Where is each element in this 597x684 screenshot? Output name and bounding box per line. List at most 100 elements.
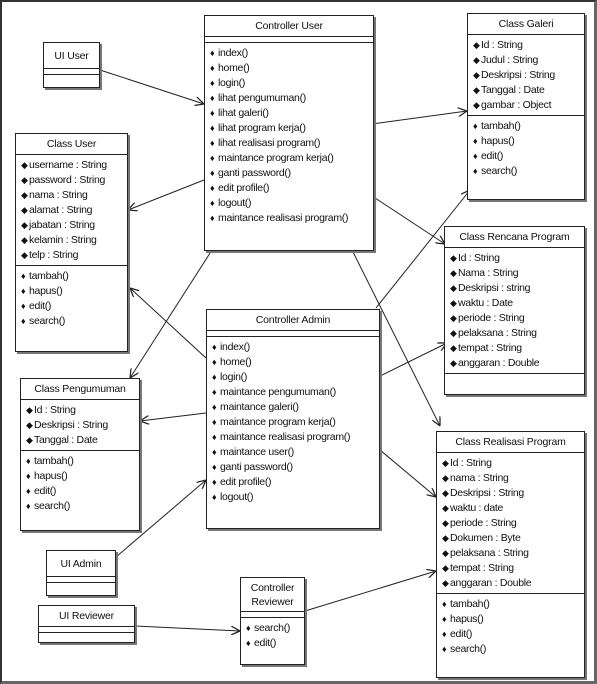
- attribute-icon: ◆: [442, 473, 449, 483]
- attribute-icon: ◆: [21, 205, 28, 215]
- attribute-label: Id : String: [34, 404, 76, 416]
- operation-label: search(): [29, 315, 66, 327]
- operation-label: tambah(): [34, 455, 74, 467]
- attribute-icon: ◆: [442, 578, 449, 588]
- operation-icon: ♦: [246, 623, 251, 633]
- operation-row: ♦edit(): [26, 484, 135, 499]
- operation-icon: ♦: [26, 471, 31, 481]
- attribute-label: password : String: [29, 174, 106, 186]
- link-ctrluser-galeri: [371, 111, 467, 125]
- operation-label: search(): [481, 165, 518, 177]
- attribute-label: tempat : String: [450, 562, 514, 574]
- attribute-row: ◆Deskripsi : String: [473, 68, 580, 83]
- link-uiuser-ctrluser: [99, 69, 204, 104]
- operation-row: ♦ganti password(): [212, 460, 375, 475]
- link-ctrluser-user: [128, 179, 205, 210]
- attribute-row: ◆Dokumen : Byte: [442, 531, 580, 546]
- operation-label: search(): [450, 643, 487, 655]
- attribute-label: gambar : Object: [481, 99, 552, 111]
- attribute-label: tempat : String: [458, 342, 522, 354]
- attribute-label: Id : String: [481, 39, 523, 51]
- operation-label: lihat realisasi program(): [218, 137, 321, 149]
- operation-label: hapus(): [481, 135, 515, 147]
- operation-row: ♦search(): [473, 164, 580, 179]
- operation-icon: ♦: [212, 357, 217, 367]
- attribute-row: ◆username : String: [21, 158, 123, 173]
- operation-label: lihat galeri(): [218, 107, 269, 119]
- controller-reviewer-title: Controller Reviewer: [250, 582, 295, 608]
- controller-user-operations: ♦index()♦home()♦login()♦lihat pengumuman…: [205, 43, 373, 228]
- operation-icon: ♦: [210, 168, 215, 178]
- operation-icon: ♦: [21, 301, 26, 311]
- operation-label: edit profile(): [218, 182, 270, 194]
- controller-user-title: Controller User: [255, 20, 323, 32]
- ui-reviewer-box: UI Reviewer: [38, 605, 135, 643]
- class-pengumuman-attributes: ◆Id : String◆Deskripsi : String ◆Tanggal …: [21, 400, 139, 450]
- attribute-label: Nama : String: [458, 267, 519, 279]
- operation-row: ♦search(): [442, 642, 580, 657]
- attribute-icon: ◆: [21, 235, 28, 245]
- operation-label: maintance pengumuman(): [220, 386, 336, 398]
- class-galeri-attributes: ◆Id : String◆Judul : String◆Deskripsi : …: [468, 35, 584, 115]
- link-ctrladmin-rencana: [379, 343, 447, 377]
- operation-icon: ♦: [26, 456, 31, 466]
- attribute-icon: ◆: [442, 563, 449, 573]
- attribute-label: jabatan : String: [29, 219, 95, 231]
- operation-label: edit(): [29, 300, 52, 312]
- attribute-icon: ◆: [450, 253, 457, 263]
- attribute-icon: ◆: [450, 328, 457, 338]
- operation-row: ♦edit(): [21, 299, 123, 314]
- link-ctrluser-realisasi: [351, 249, 440, 426]
- attribute-row: ◆tempat : String: [442, 561, 580, 576]
- attribute-label: Tanggal : Date: [34, 434, 98, 446]
- operation-label: edit(): [450, 628, 473, 640]
- attribute-row: ◆password : String: [21, 173, 123, 188]
- operation-icon: ♦: [473, 136, 478, 146]
- operation-label: login(): [218, 77, 246, 89]
- attribute-icon: ◆: [26, 435, 33, 445]
- attribute-row: ◆jabatan : String: [21, 218, 123, 233]
- attribute-icon: ◆: [442, 458, 449, 468]
- attribute-row: ◆Id : String: [450, 251, 580, 266]
- operation-row: ♦hapus(): [473, 134, 580, 149]
- attribute-icon: ◆: [21, 220, 28, 230]
- attribute-row: ◆Judul : String: [473, 53, 580, 68]
- attribute-label: anggaran : Double: [450, 577, 532, 589]
- attribute-row: ◆waktu : date: [442, 501, 580, 516]
- attribute-label: Id : String: [450, 457, 492, 469]
- attribute-icon: ◆: [473, 85, 480, 95]
- operation-row: ♦edit(): [473, 149, 580, 164]
- attribute-icon: ◆: [450, 313, 457, 323]
- operation-row: ♦home(): [212, 355, 375, 370]
- attribute-icon: ◆: [473, 70, 480, 80]
- link-ctrladmin-pengumuman: [140, 412, 207, 421]
- operation-icon: ♦: [212, 432, 217, 442]
- operation-icon: ♦: [212, 492, 217, 502]
- attribute-icon: ◆: [473, 40, 480, 50]
- class-rencana-program-title: Class Rencana Program: [459, 231, 570, 243]
- operation-row: ♦tambah(): [442, 597, 580, 612]
- operation-label: login(): [220, 371, 248, 383]
- attribute-label: waktu : Date: [458, 297, 513, 309]
- attribute-label: kelamin : String: [29, 234, 97, 246]
- attribute-icon: ◆: [21, 190, 28, 200]
- operation-icon: ♦: [210, 93, 215, 103]
- class-realisasi-program-operations: ♦tambah()♦hapus()♦edit()♦search(): [437, 594, 584, 659]
- operation-icon: ♦: [473, 121, 478, 131]
- attribute-icon: ◆: [442, 488, 449, 498]
- class-user-attributes: ◆username : String◆password : String◆nam…: [16, 155, 127, 265]
- class-pengumuman-box: Class Pengumuman ◆Id : String◆Deskripsi …: [20, 378, 140, 531]
- controller-user-box: Controller User ♦index()♦home()♦login()♦…: [204, 15, 374, 251]
- class-user-title: Class User: [46, 138, 97, 150]
- attribute-row: ◆tempat : String: [450, 341, 580, 356]
- operation-row: ♦maintance realisasi program(): [212, 430, 375, 445]
- attribute-row: ◆nama : String: [21, 188, 123, 203]
- attribute-label: telp : String: [29, 249, 79, 261]
- operation-label: tambah(): [450, 598, 490, 610]
- attribute-row: ◆Id : String: [26, 403, 135, 418]
- operation-row: ♦search(): [21, 314, 123, 329]
- operation-icon: ♦: [210, 183, 215, 193]
- operation-label: hapus(): [34, 470, 68, 482]
- attribute-row: ◆Deskripsi : String: [26, 418, 135, 433]
